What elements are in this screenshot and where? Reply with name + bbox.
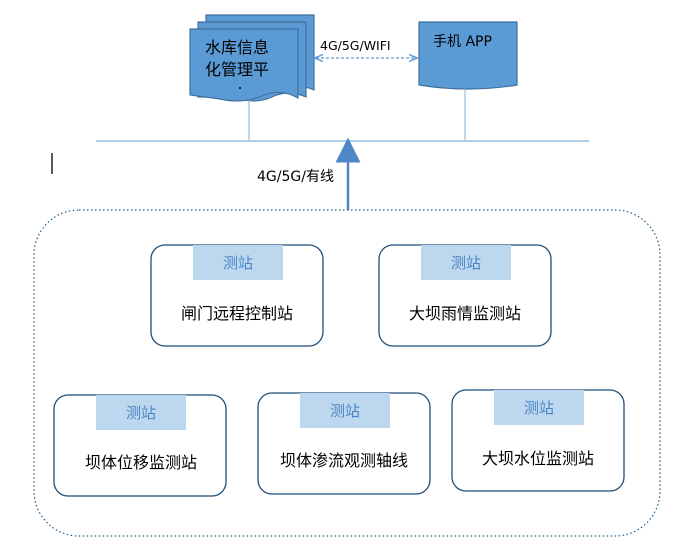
station-name: 大坝水位监测站 (482, 449, 594, 468)
station-tag-bg (193, 245, 283, 280)
station-tag: 测站 (223, 254, 253, 272)
station-tag: 测站 (451, 254, 481, 272)
station-name: 大坝雨情监测站 (409, 304, 521, 323)
wireless-link-label: 4G/5G/WIFI (320, 38, 391, 53)
station-card-seepage-axis: 测站 坝体渗流观测轴线 (257, 392, 431, 495)
station-card-gate-control: 测站 闸门远程控制站 (150, 244, 324, 347)
platform-label-line2: 化管理平 (205, 60, 269, 79)
uplink-label: 4G/5G/有线 (257, 169, 334, 185)
station-tag: 测站 (330, 402, 360, 420)
station-tag-bg (421, 245, 511, 280)
station-name: 坝体渗流观测轴线 (280, 451, 408, 470)
station-tag-bg (300, 393, 390, 428)
station-tag-bg (494, 390, 584, 425)
station-card-water-level: 测站 大坝水位监测站 (451, 389, 625, 492)
management-platform-node: 水库信息 化管理平 (189, 14, 315, 102)
station-tag-bg (96, 395, 186, 430)
app-label: 手机 APP (433, 34, 492, 50)
mobile-app-node: 手机 APP (418, 21, 518, 90)
station-card-dam-displacement: 测站 坝体位移监测站 (53, 394, 227, 497)
station-tag: 测站 (126, 404, 156, 422)
station-tag: 测站 (524, 399, 554, 417)
platform-ellipsis-dot (239, 87, 241, 89)
platform-label-line1: 水库信息 (205, 38, 269, 57)
station-name: 坝体位移监测站 (85, 453, 197, 472)
station-name: 闸门远程控制站 (181, 304, 293, 323)
station-group-outline (33, 209, 661, 537)
station-card-dam-rain: 测站 大坝雨情监测站 (378, 244, 552, 347)
